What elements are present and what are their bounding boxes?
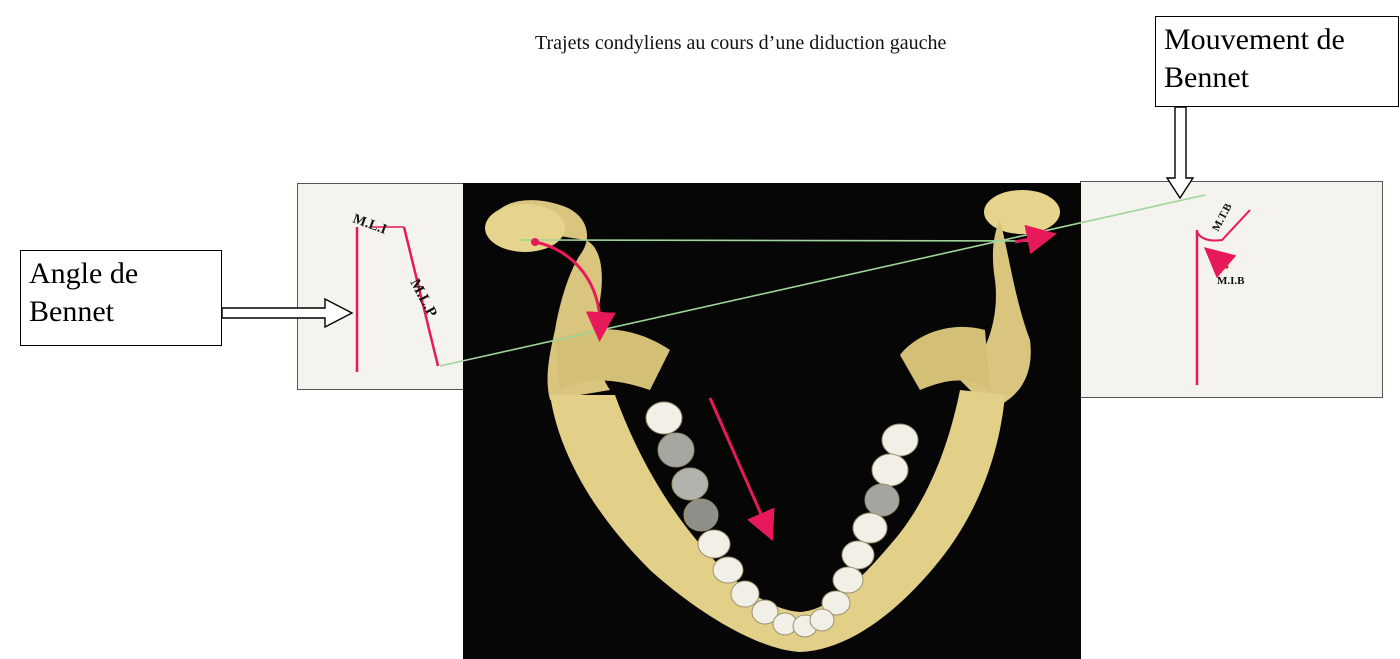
angle-bennet-pointer [222, 299, 352, 327]
mib-label: M.I.B [1217, 275, 1245, 287]
mlp-label: M.L.P [406, 276, 439, 320]
mib-arrow [1213, 255, 1228, 268]
mouvement-bennet-pointer [1167, 107, 1193, 198]
intercondylar-line [520, 240, 1040, 241]
mtb-label: M.T.B [1210, 201, 1235, 233]
incisal-path-arrow [710, 398, 768, 530]
mouvement-bennet-callout: Mouvement de Bennet [1155, 16, 1399, 107]
left-panel-diagram: M.L.I M.L.P [351, 212, 440, 372]
angle-bennet-callout: Angle de Bennet [20, 250, 222, 346]
right-panel-diagram: M.T.B M.I.B [1197, 201, 1250, 385]
